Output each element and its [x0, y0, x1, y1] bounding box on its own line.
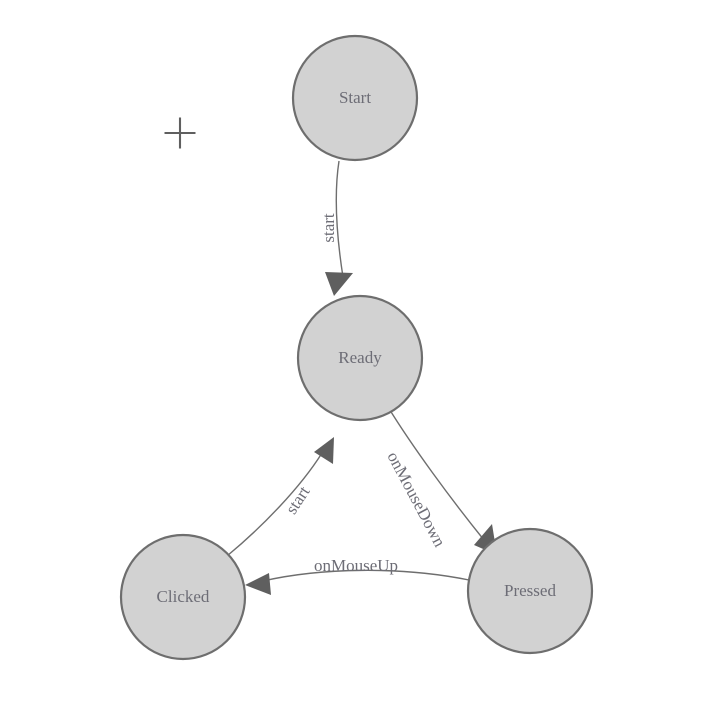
node-label-pressed: Pressed — [504, 581, 556, 600]
node-pressed[interactable]: Pressed — [466, 527, 594, 655]
edge-path-clicked-to-ready — [226, 452, 323, 557]
edge-label-ready-to-pressed: onMouseDown — [383, 449, 449, 551]
plus-marker-icon[interactable] — [164, 117, 196, 149]
edge-start-to-ready[interactable]: start — [319, 160, 353, 296]
node-label-ready: Ready — [338, 348, 382, 367]
edge-clicked-to-ready[interactable]: start — [226, 437, 334, 557]
arrowhead-pressed-to-clicked — [245, 573, 271, 595]
edge-label-start-to-ready: start — [319, 213, 338, 243]
node-label-start: Start — [339, 88, 371, 107]
arrowhead-clicked-to-ready — [314, 437, 334, 464]
node-clicked[interactable]: Clicked — [119, 533, 247, 661]
node-ready[interactable]: Ready — [296, 294, 424, 422]
node-circle-clicked[interactable] — [119, 533, 247, 661]
edge-label-clicked-to-ready: start — [282, 482, 314, 517]
edge-path-pressed-to-clicked — [262, 569, 470, 582]
edge-label-pressed-to-clicked: onMouseUp — [314, 556, 398, 575]
node-label-clicked: Clicked — [157, 587, 210, 606]
edge-pressed-to-clicked[interactable]: onMouseUp — [245, 556, 470, 595]
node-circle-pressed[interactable] — [466, 527, 594, 655]
node-circle-start[interactable] — [291, 34, 419, 162]
edge-path-ready-to-pressed — [387, 406, 485, 541]
edge-path-start-to-ready — [335, 160, 344, 278]
node-circle-ready[interactable] — [296, 294, 424, 422]
edge-ready-to-pressed[interactable]: onMouseDown — [383, 406, 497, 555]
arrowhead-start-to-ready — [325, 272, 353, 296]
node-start[interactable]: Start — [291, 34, 419, 162]
